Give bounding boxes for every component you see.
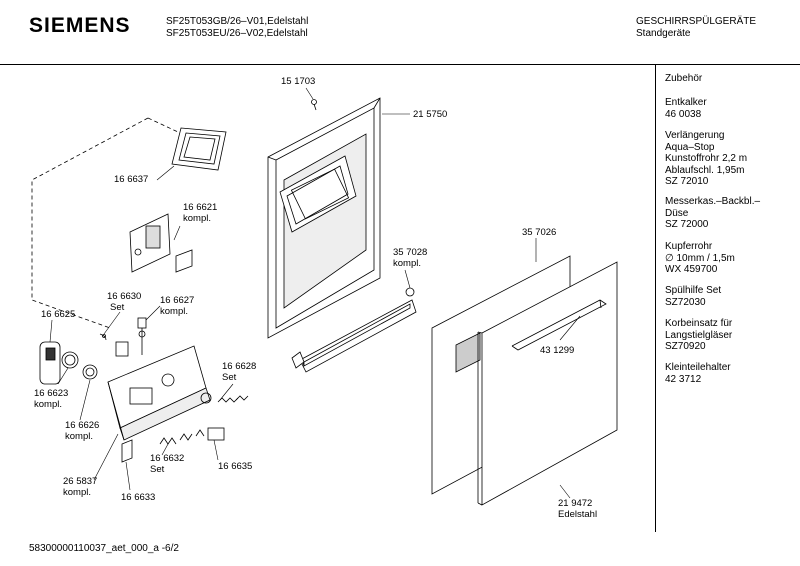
spring-set-small-part — [159, 429, 205, 445]
front-panel-part — [477, 261, 618, 506]
part-label-166626-kompl: kompl. — [65, 431, 93, 442]
part-label-166630: 16 6630 — [107, 291, 142, 302]
door-handle-part — [511, 299, 607, 351]
part-label-431299: 43 1299 — [540, 345, 575, 356]
gasket-frame-part — [171, 127, 227, 171]
inner-door-part — [267, 97, 381, 339]
part-label-265837-kompl: kompl. — [63, 487, 91, 498]
part-label-357026: 35 7026 — [522, 227, 557, 238]
part-label-357028: 35 7028 — [393, 247, 428, 258]
handle-strip-part — [291, 287, 417, 373]
header-divider — [0, 64, 800, 65]
micro-switch-part — [207, 427, 225, 441]
retaining-ring-part — [82, 364, 98, 380]
part-label-166635: 16 6635 — [218, 461, 253, 472]
accessory-kupferrohr: Kupferrohr∅ 10mm / 1,5m WX 459700 — [665, 241, 735, 275]
seal-ring-part — [61, 351, 79, 369]
part-label-166637: 16 6637 — [114, 174, 149, 185]
clip-part — [121, 439, 133, 463]
part-label-166632-set: Set — [150, 464, 165, 475]
sidebar-divider — [655, 64, 656, 532]
screw-part — [311, 99, 317, 111]
part-label-166628-set: Set — [222, 372, 237, 383]
part-label-166621-kompl: kompl. — [183, 213, 211, 224]
part-label-166621: 16 6621 — [183, 202, 218, 213]
part-label-166633: 16 6633 — [121, 492, 156, 503]
brand-logo: SIEMENS — [29, 14, 131, 37]
category-line-1: GESCHIRRSPÜLGERÄTE — [636, 16, 757, 27]
part-label-215750: 21 5750 — [413, 109, 448, 120]
model-line-2: SF25T053EU/26–V02,Edelstahl — [166, 28, 308, 39]
document-id: 58300000110037_aet_000_a -6/2 — [29, 543, 179, 554]
part-label-166627-kompl: kompl. — [160, 306, 188, 317]
part-label-166630-set: Set — [110, 302, 125, 313]
part-label-151703: 15 1703 — [281, 76, 316, 87]
part-label-166627: 16 6627 — [160, 295, 195, 306]
part-label-166625: 16 6625 — [41, 309, 76, 320]
accessory-messerkasten-duese: Messerkas.–Backbl.–Düse SZ 72000 — [665, 196, 761, 230]
accessories-heading: Zubehör — [665, 73, 703, 84]
part-label-219472-edelstahl: Edelstahl — [558, 509, 598, 520]
model-line-1: SF25T053GB/26–V01,Edelstahl — [166, 16, 309, 27]
part-label-166632: 16 6632 — [150, 453, 185, 464]
part-label-166623: 16 6623 — [34, 388, 69, 399]
door-lock-housing-part — [107, 345, 211, 441]
lock-cap-part — [39, 341, 61, 385]
part-label-166626: 16 6626 — [65, 420, 100, 431]
detergent-dispenser-part — [129, 213, 193, 273]
leader-lines — [49, 87, 581, 499]
valve-part — [115, 317, 147, 357]
part-label-265837: 26 5837 — [63, 476, 98, 487]
category-line-2: Standgeräte — [636, 28, 691, 39]
pin-part — [99, 333, 107, 341]
part-label-357028-kompl: kompl. — [393, 258, 421, 269]
part-label-166623-kompl: kompl. — [34, 399, 62, 410]
part-label-219472: 21 9472 — [558, 498, 593, 509]
part-label-166628: 16 6628 — [222, 361, 257, 372]
assembly-dashed-outline — [31, 117, 149, 329]
